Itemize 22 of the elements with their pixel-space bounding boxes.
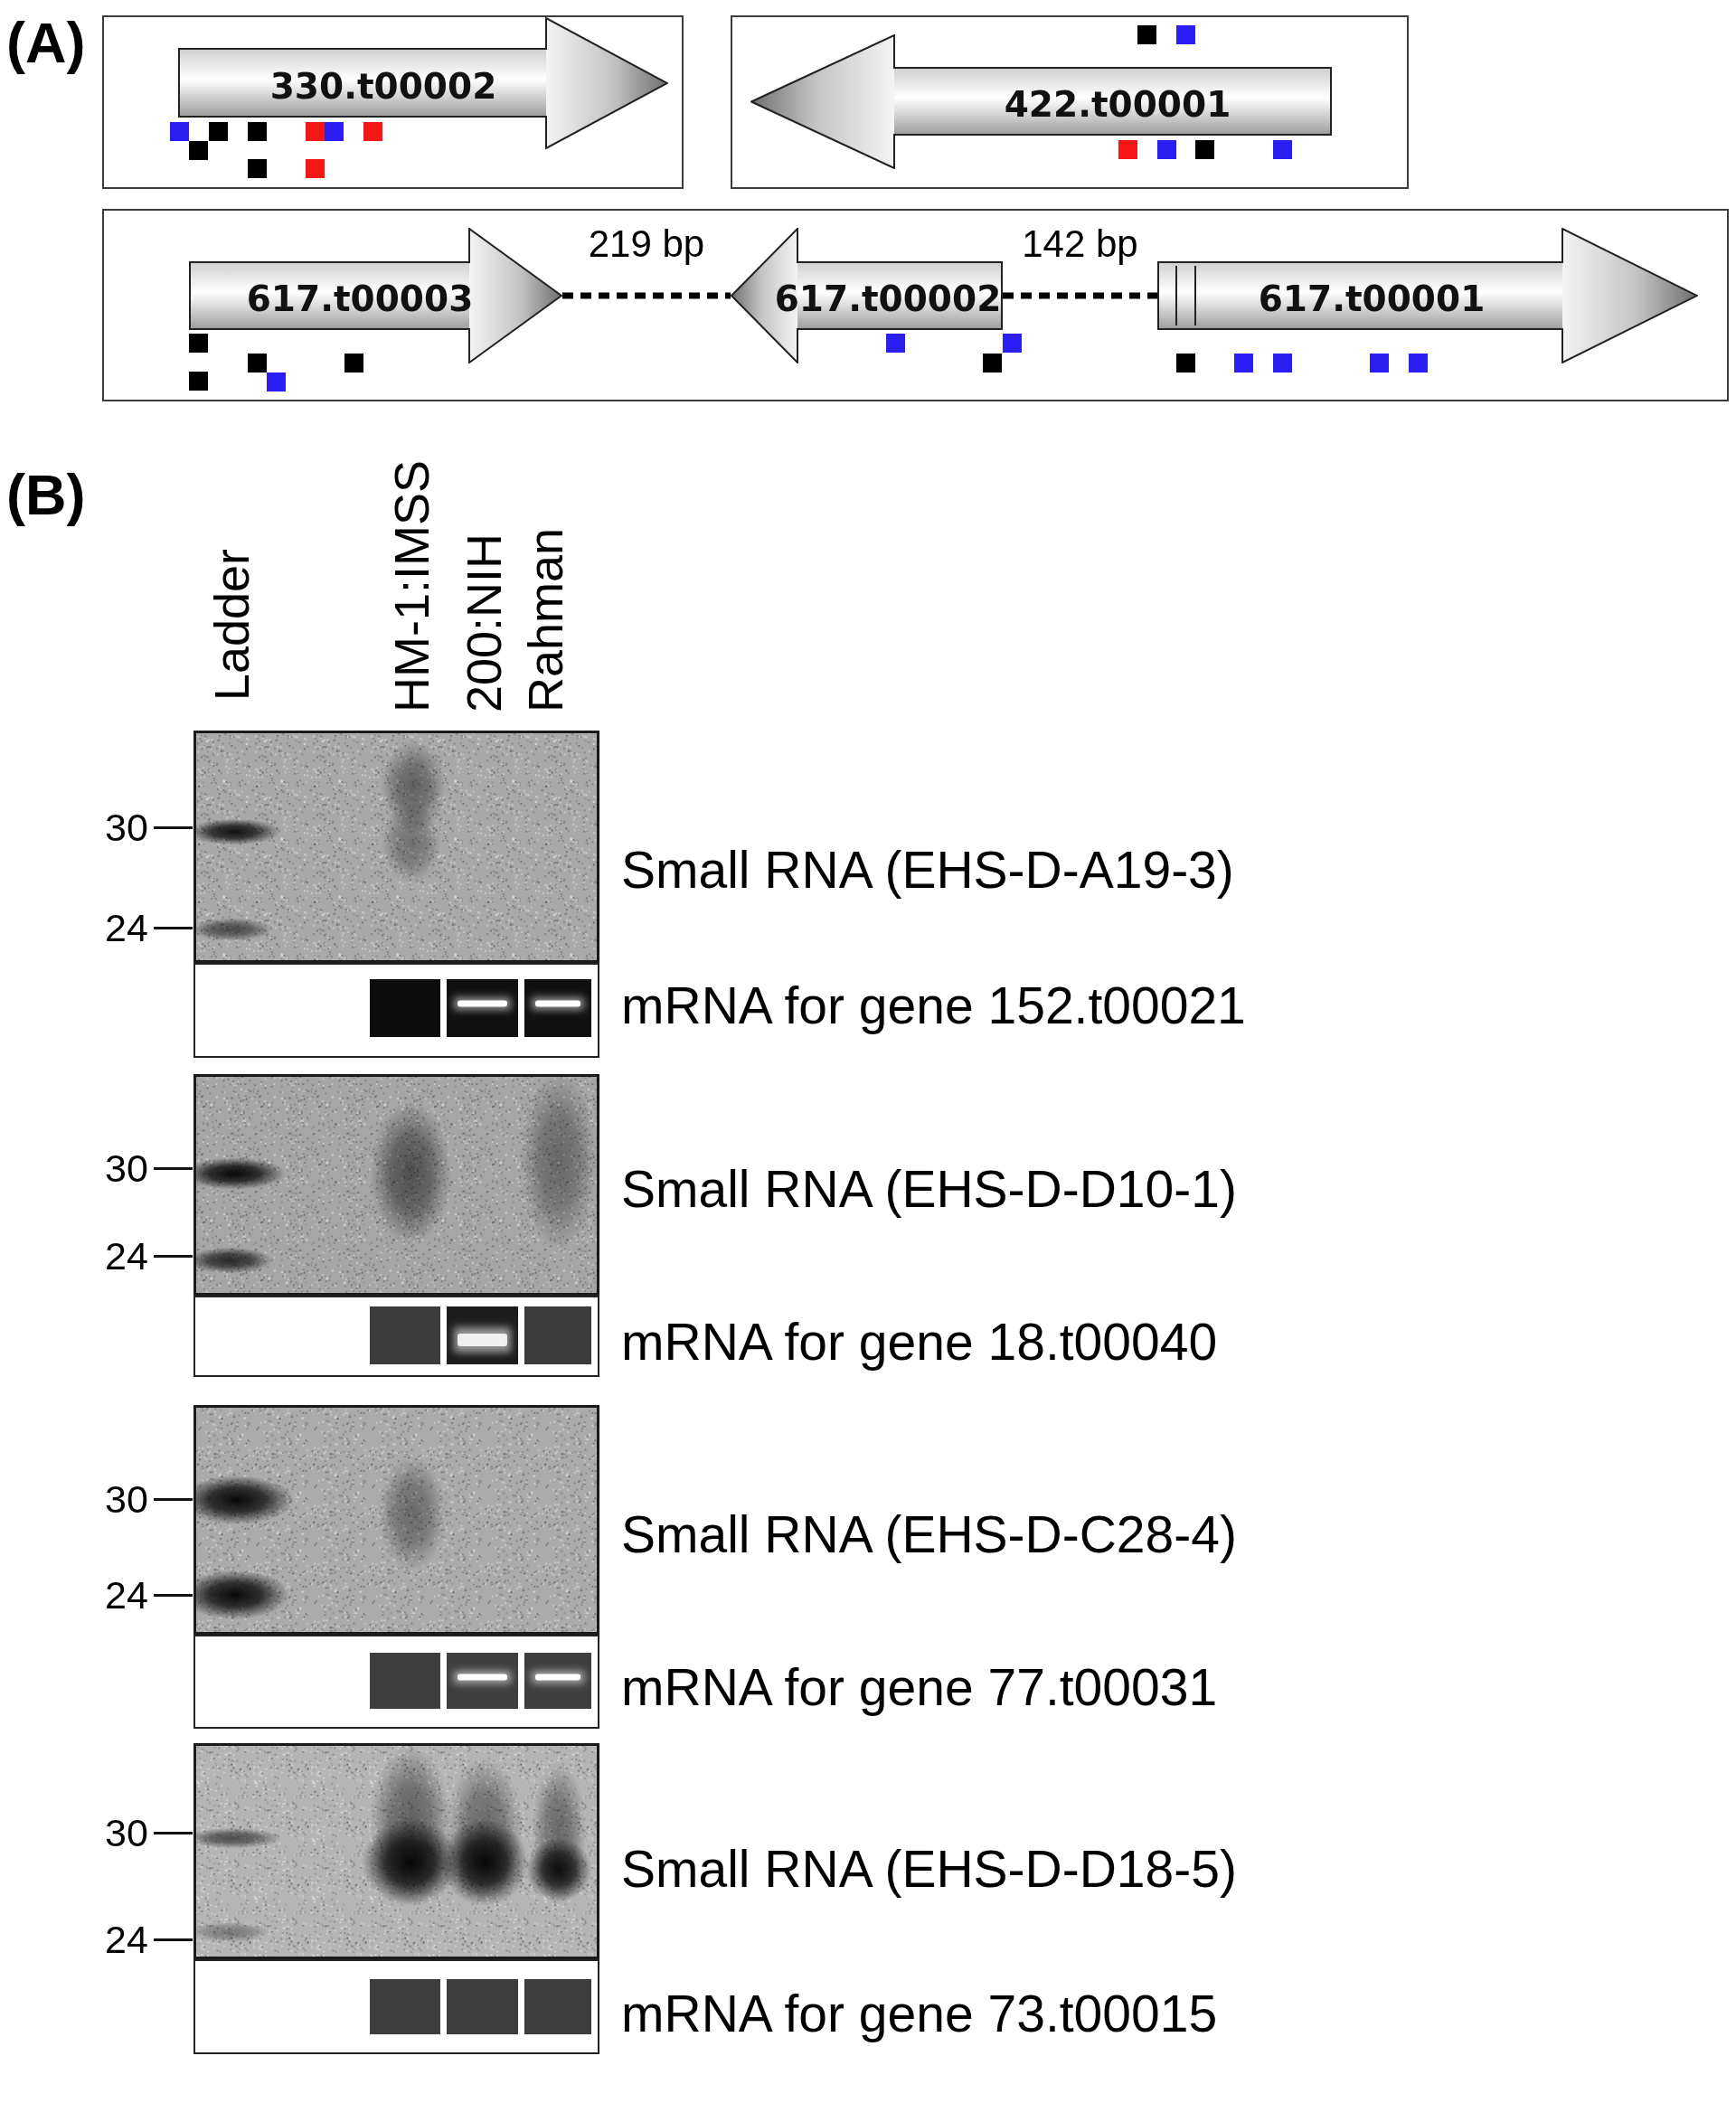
size-marker-label: 30 <box>105 1148 148 1188</box>
gene-region-frame <box>102 15 684 189</box>
size-marker-label: 24 <box>105 1575 148 1615</box>
dotted-connector <box>1003 292 1157 299</box>
gene-region-frame <box>102 209 1729 401</box>
gene-label: 330.t00002 <box>269 67 497 106</box>
size-marker-label: 30 <box>105 1813 148 1853</box>
lane-label: Ladder <box>207 548 256 701</box>
size-marker-label: 24 <box>105 1919 148 1959</box>
size-marker-label: 30 <box>105 1479 148 1519</box>
lane-label: 200:NIH <box>459 533 508 712</box>
gene-label: 617.t00003 <box>246 279 474 319</box>
lane-label: Rahman <box>521 527 570 712</box>
lane-label: HM-1:IMSS <box>387 459 436 712</box>
dotted-connector <box>562 292 731 299</box>
size-marker-label: 24 <box>105 1236 148 1276</box>
gene-label: 617.t00001 <box>1258 279 1486 319</box>
gene-label: 422.t00001 <box>1004 85 1231 125</box>
gene-label: 617.t00002 <box>774 279 1002 319</box>
size-marker-label: 30 <box>105 807 148 847</box>
size-marker-label: 24 <box>105 908 148 948</box>
gene-region-frame <box>731 15 1409 189</box>
